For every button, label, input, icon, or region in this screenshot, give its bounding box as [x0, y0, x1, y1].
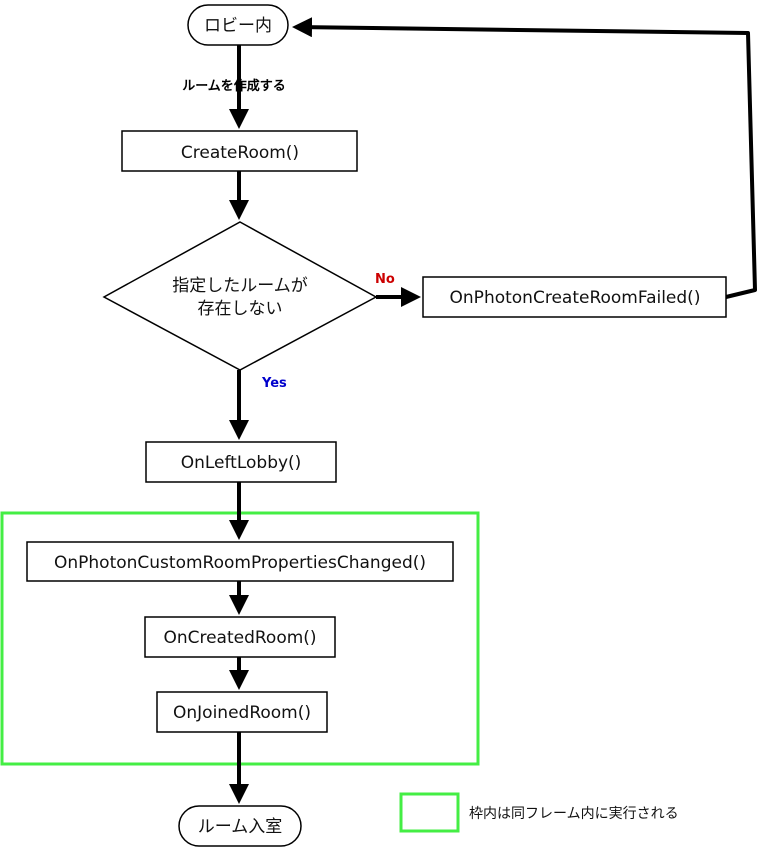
edge-failed-to-lobby	[292, 17, 757, 299]
node-create-failed-label: OnPhotonCreateRoomFailed()	[450, 288, 701, 308]
node-lobby-label: ロビー内	[204, 16, 272, 36]
legend-text: 枠内は同フレーム内に実行される	[469, 806, 679, 822]
edge-label-create: ルームを作成する	[182, 78, 286, 94]
node-decision-label-line2: 存在しない	[198, 299, 283, 319]
legend-swatch	[399, 792, 460, 833]
node-created-room: OnCreatedRoom()	[144, 616, 336, 658]
connectors	[229, 17, 757, 804]
node-decision: 指定したルームが 存在しない	[102, 221, 378, 371]
node-createroom-label: CreateRoom()	[181, 143, 299, 163]
node-leftlobby: OnLeftLobby()	[145, 441, 337, 483]
node-lobby: ロビー内	[187, 4, 289, 46]
node-joined-room-label: OnJoinedRoom()	[173, 703, 311, 723]
node-props-changed-label: OnPhotonCustomRoomPropertiesChanged()	[54, 553, 426, 573]
node-created-room-label: OnCreatedRoom()	[163, 628, 316, 648]
node-props-changed: OnPhotonCustomRoomPropertiesChanged()	[26, 541, 454, 582]
node-create-failed: OnPhotonCreateRoomFailed()	[422, 276, 727, 318]
node-room-enter: ルーム入室	[178, 805, 302, 847]
edge-label-yes: Yes	[261, 376, 287, 391]
node-joined-room: OnJoinedRoom()	[156, 691, 328, 733]
node-decision-label-line1: 指定したルームが	[172, 276, 308, 296]
edge-label-no: No	[375, 272, 395, 287]
node-room-enter-label: ルーム入室	[198, 817, 283, 837]
node-createroom: CreateRoom()	[121, 130, 358, 172]
node-leftlobby-label: OnLeftLobby()	[181, 453, 302, 473]
legend: 枠内は同フレーム内に実行される	[399, 792, 679, 833]
